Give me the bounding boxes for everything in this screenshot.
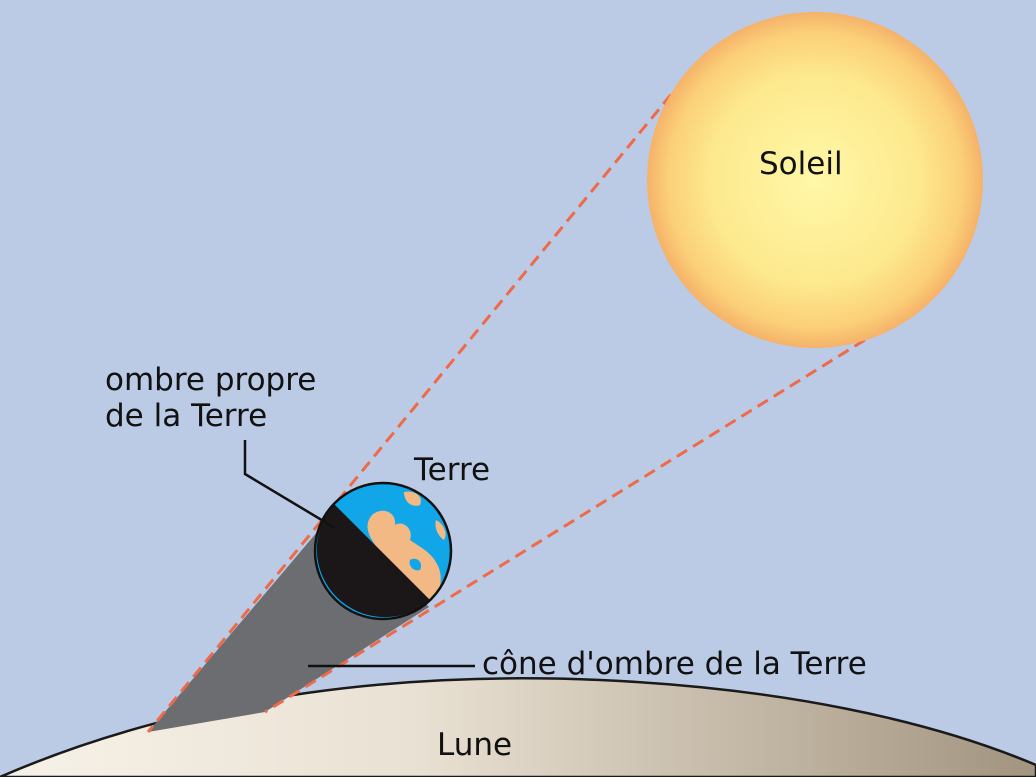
earth-label: Terre — [414, 452, 491, 488]
lower-tangent-line — [264, 318, 898, 714]
earth-night-side — [316, 504, 430, 618]
sun-label: Soleil — [759, 146, 843, 182]
own-shadow-label-line1: ombre propre — [105, 362, 317, 398]
upper-tangent-line — [146, 79, 685, 733]
own-shadow-pointer-line — [243, 440, 336, 530]
earth-globe — [313, 481, 453, 621]
own-shadow-label-line2: de la Terre — [105, 398, 268, 434]
own-shadow-label: ombre propre de la Terre — [105, 362, 316, 434]
shadow-cone-label: cône d'ombre de la Terre — [482, 646, 867, 682]
sun-disc — [647, 12, 983, 348]
moon-label: Lune — [437, 727, 513, 763]
